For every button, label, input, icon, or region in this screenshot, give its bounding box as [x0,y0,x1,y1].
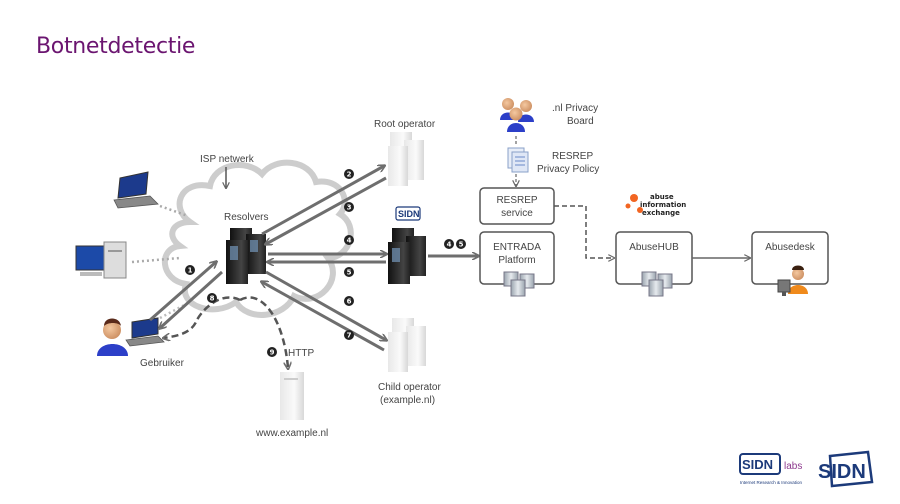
step-badge-5b: 5 [456,239,466,249]
arrow-step-3 [266,176,387,244]
svg-text:5: 5 [459,241,464,249]
svg-text:4: 4 [347,237,352,245]
abusedesk-box: Abusedesk [751,231,829,285]
svg-text:SIDN: SIDN [818,461,866,483]
privacy-policy-label-1: RESREP [552,151,593,162]
step-badge-5: 5 [344,267,354,277]
svg-text:8: 8 [210,295,215,303]
arrow-dns-answer [164,296,241,338]
svg-text:4: 4 [447,241,452,249]
svg-text:SIDN: SIDN [398,209,420,219]
resolver-servers-icon [226,228,266,284]
svg-text:Abusedesk: Abusedesk [765,242,815,253]
isp-network-label: ISP netwerk [200,154,255,165]
privacy-policy-document-icon [507,147,529,173]
laptop-icon [113,171,159,209]
abusedesk-operator-icon [777,265,808,296]
svg-text:1: 1 [188,267,193,275]
sidn-labs-logo: SIDN labs Internet Research & Innovation [739,453,803,485]
slide-title: Botnetdetectie [36,34,196,59]
svg-text:2: 2 [347,171,352,179]
resolvers-label: Resolvers [224,212,268,223]
arrow-step-8 [160,270,224,328]
svg-text:abuse: abuse [650,193,674,201]
user-link [159,300,191,320]
step-badge-2: 2 [344,169,354,179]
svg-text:AbuseHUB: AbuseHUB [629,242,679,253]
step-badge-6: 6 [344,296,354,306]
svg-text:7: 7 [347,332,352,340]
svg-text:ENTRADA: ENTRADA [493,242,541,253]
step-badge-1: 1 [185,265,195,275]
svg-text:Platform: Platform [498,255,535,266]
svg-text:exchange: exchange [642,209,680,217]
root-operator-label: Root operator [374,119,436,130]
svg-text:information: information [640,201,686,209]
arrow-step-1 [149,262,216,322]
sidn-logo: SIDN [818,450,874,488]
svg-text:6: 6 [347,298,352,306]
step-badge-8: 8 [207,293,217,303]
arrow-step-2 [261,166,384,236]
http-label: HTTP [288,348,314,359]
desktop-computer-icon [75,241,127,279]
desktop-link [131,256,181,264]
step-badge-4b: 4 [444,239,454,249]
step-badge-4: 4 [344,235,354,245]
svg-text:service: service [501,208,533,219]
resrep-service-box: RESREP service [479,187,555,225]
root-operator-servers-icon [388,132,424,186]
svg-text:SIDN: SIDN [742,457,773,472]
web-server-icon [280,372,304,420]
child-operator-label-1: Child operator [378,382,441,393]
sidn-servers-icon [388,228,426,284]
website-label: www.example.nl [255,428,328,439]
svg-text:5: 5 [347,269,352,277]
sidn-logo-small: SIDN [395,206,421,221]
step-badge-7: 7 [344,330,354,340]
svg-text:Internet Research & Innovation: Internet Research & Innovation [740,480,803,485]
svg-text:RESREP: RESREP [496,195,537,206]
arrow-resrep-to-abusehub [554,205,614,258]
abuse-information-exchange-logo: abuse information exchange [625,193,686,217]
abusehub-database-icon [641,271,673,297]
svg-text:labs: labs [784,461,802,472]
entrada-database-icon [503,271,535,297]
user-laptop-icon [125,317,165,347]
arrow-step-9-http [239,296,288,368]
privacy-policy-label-2: Privacy Policy [537,164,599,175]
arrow-step-6 [265,270,386,340]
child-operator-servers-icon [388,318,426,372]
svg-text:3: 3 [347,204,352,212]
step-badge-9: 9 [267,347,277,357]
privacy-board-icon [500,98,534,132]
step-badges: 1 2 3 4 5 6 7 8 9 4 5 [185,169,466,357]
user-label: Gebruiker [140,358,185,369]
user-avatar-icon [97,318,128,356]
step-badge-3: 3 [344,202,354,212]
privacy-board-label-1: .nl Privacy [552,103,598,114]
privacy-board-label-2: Board [567,116,594,127]
svg-text:9: 9 [270,349,275,357]
arrow-step-7 [262,282,385,352]
child-operator-label-2: (example.nl) [380,395,435,406]
